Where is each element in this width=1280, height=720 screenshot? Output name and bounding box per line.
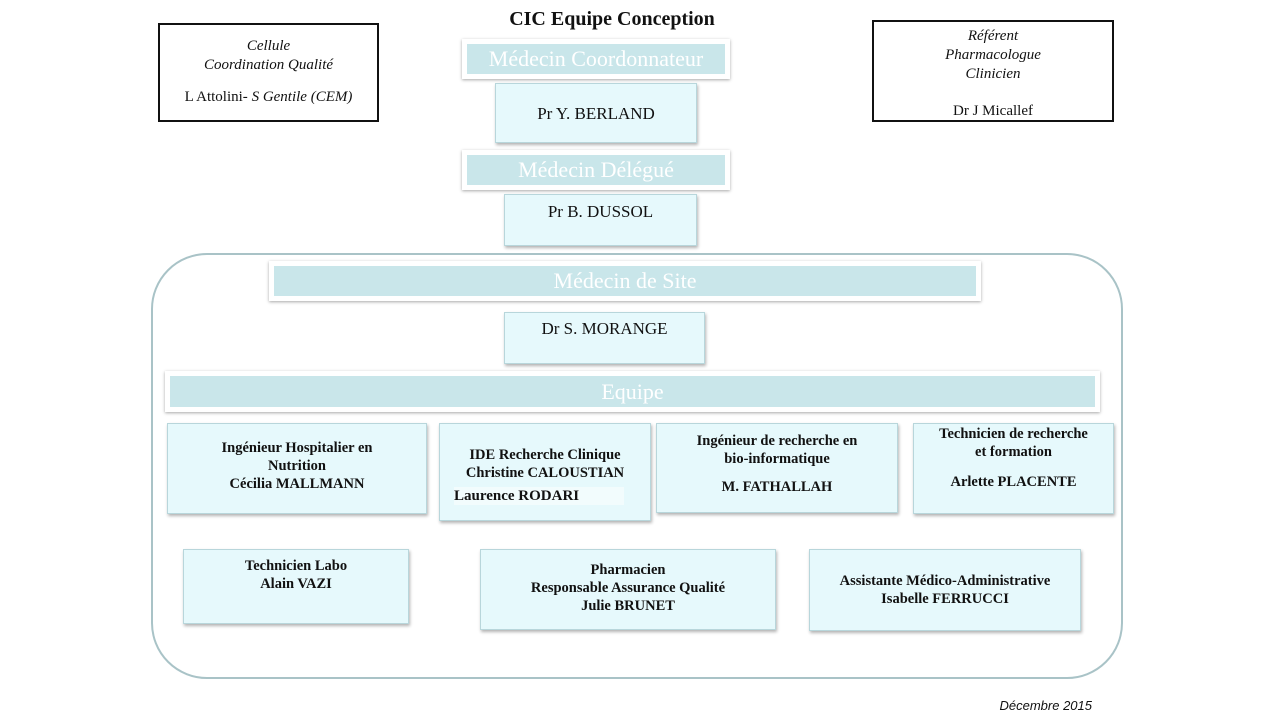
pharmacologist-line3: Clinicien: [965, 66, 1021, 82]
card-line: Ingénieur Hospitalier en: [221, 440, 373, 456]
card-line: Cécilia MALLMANN: [229, 476, 365, 492]
card-line: Isabelle FERRUCCI: [881, 591, 1009, 607]
team-card-lab-technician: Technicien Labo Alain VAZI: [183, 549, 409, 624]
pharmacologist-box: Référent Pharmacologue Clinicien Dr J Mi…: [872, 20, 1114, 122]
quality-cell-members: L Attolini- S Gentile (CEM): [160, 88, 377, 107]
site-header: Médecin de Site: [269, 261, 981, 301]
card-line: Technicien Labo: [244, 558, 348, 574]
card-line: Christine CALOUSTIAN: [465, 465, 625, 481]
quality-cell-box: Cellule Coordination Qualité L Attolini-…: [158, 23, 379, 122]
card-line: Responsable Assurance Qualité: [530, 580, 726, 596]
team-card-clinical-research-nurse: IDE Recherche Clinique Christine CALOUST…: [439, 423, 651, 521]
quality-cell-member-1: L Attolini-: [184, 89, 252, 105]
card-line: [914, 461, 1113, 473]
team-card-medical-assistant: Assistante Médico-Administrative Isabell…: [809, 549, 1081, 631]
team-card-pharmacist: Pharmacien Responsable Assurance Qualité…: [480, 549, 776, 630]
quality-cell-line1: Cellule: [246, 38, 291, 54]
delegate-name: Pr B. DUSSOL: [504, 194, 697, 246]
card-line: Assistante Médico-Administrative: [839, 573, 1051, 589]
card-line: IDE Recherche Clinique: [469, 447, 621, 463]
team-card-research-technician: Technicien de recherche et formation Arl…: [913, 423, 1114, 514]
coordinator-name: Pr Y. BERLAND: [495, 83, 697, 143]
pharmacologist-line1: Référent: [967, 28, 1019, 44]
quality-cell-member-2: S Gentile (CEM): [251, 89, 353, 105]
page-title: CIC Equipe Conception: [509, 8, 715, 30]
team-header: Equipe: [165, 371, 1100, 412]
card-line: bio-informatique: [724, 451, 830, 467]
card-line: Ingénieur de recherche en: [696, 433, 858, 449]
card-line: Nutrition: [268, 458, 326, 474]
team-frame: [151, 253, 1123, 679]
team-card-bioinformatics-engineer: Ingénieur de recherche en bio-informatiq…: [656, 423, 898, 513]
card-line: Julie BRUNET: [581, 598, 675, 614]
card-line: M. FATHALLAH: [721, 479, 833, 495]
delegate-header: Médecin Délégué: [462, 150, 730, 190]
site-name: Dr S. MORANGE: [504, 312, 705, 364]
card-line: Pharmacien: [590, 562, 666, 578]
card-line: et formation: [975, 444, 1052, 460]
card-line: Technicien de recherche: [939, 426, 1088, 442]
pharmacologist-line2: Pharmacologue: [945, 47, 1041, 63]
card-line: Arlette PLACENTE: [950, 474, 1077, 490]
pharmacologist-name: Dr J Micallef: [953, 103, 1033, 119]
card-extra-name: Laurence RODARI: [454, 487, 624, 505]
team-card-nutrition-engineer: Ingénieur Hospitalier en Nutrition Cécil…: [167, 423, 427, 514]
footer-date: Décembre 2015: [999, 698, 1093, 713]
card-line: Alain VAZI: [260, 576, 332, 592]
quality-cell-line2: Coordination Qualité: [203, 57, 334, 73]
coordinator-header: Médecin Coordonnateur: [462, 39, 730, 79]
card-line: [657, 468, 897, 478]
